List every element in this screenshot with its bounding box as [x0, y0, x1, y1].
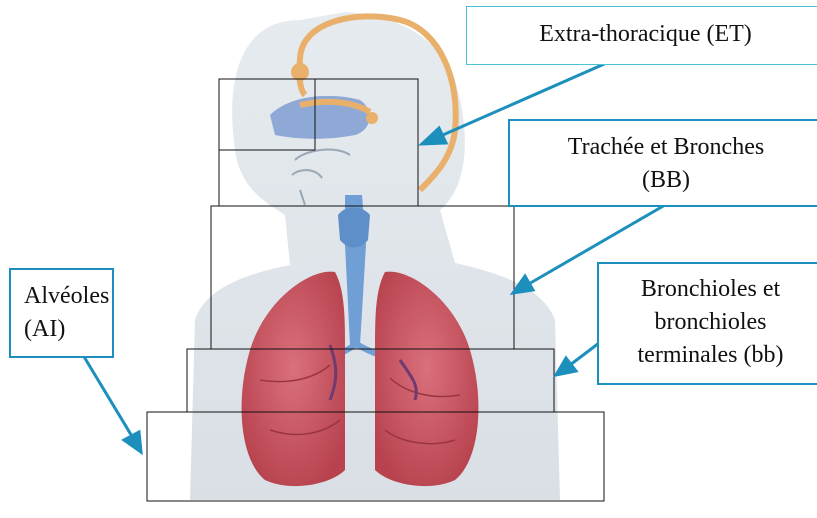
- label-alveoli: Alvéoles (AI): [9, 268, 114, 358]
- label-bronchioles-line-3: terminales (bb): [599, 339, 817, 372]
- arrowhead-bbt: [556, 358, 576, 375]
- label-alveoli-line-2: (AI): [24, 313, 112, 346]
- label-extrathoracic-line: Extra-thoracique (ET): [467, 18, 817, 51]
- label-alveoli-line-1: Alvéoles: [24, 280, 112, 313]
- label-trachea-bronchi-line-2: (BB): [510, 164, 817, 197]
- label-bronchioles-line-2: bronchioles: [599, 306, 817, 339]
- label-trachea-bronchi: Trachée et Bronches (BB): [508, 119, 817, 207]
- label-bronchioles-line-1: Bronchioles et: [599, 273, 817, 306]
- arrow-ai: [83, 355, 133, 438]
- arrowhead-ai: [124, 432, 141, 452]
- label-extrathoracic: Extra-thoracique (ET): [466, 6, 817, 65]
- label-bronchioles: Bronchioles et bronchioles terminales (b…: [597, 262, 817, 385]
- label-trachea-bronchi-line-1: Trachée et Bronches: [510, 131, 817, 164]
